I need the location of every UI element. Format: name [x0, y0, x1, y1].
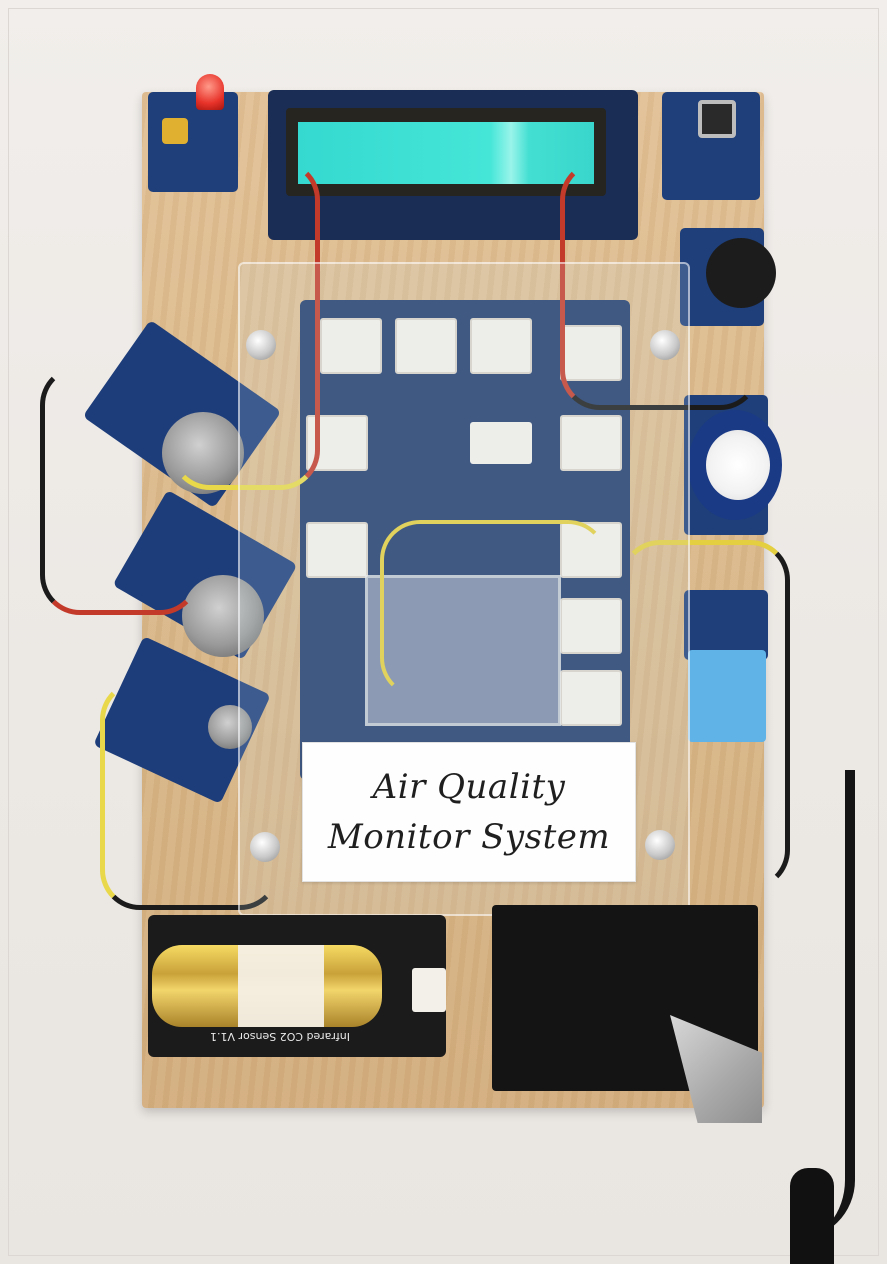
sign-line-2: Monitor System — [327, 817, 611, 857]
wire-bundle — [170, 160, 320, 490]
wire-bundle — [100, 680, 280, 910]
wire-bundle — [620, 540, 790, 890]
screw-icon — [650, 330, 680, 360]
co2-sensor-label: Infrared CO2 Sensor V1.1 — [210, 1030, 350, 1043]
wire-bundle — [380, 520, 608, 698]
buzzer-icon — [706, 238, 776, 308]
wire-bundle — [40, 365, 200, 615]
wire-bundle — [560, 160, 760, 410]
grove-port — [306, 522, 368, 578]
potentiometer-icon — [162, 118, 188, 144]
screw-icon — [246, 330, 276, 360]
o2-sensor-membrane-icon — [706, 430, 770, 500]
lcd-display — [298, 122, 594, 184]
grove-port — [320, 318, 382, 374]
i2c-connector — [470, 422, 532, 464]
temperature-humidity-sensor — [688, 650, 766, 742]
screw-icon — [250, 832, 280, 862]
grove-module — [684, 590, 768, 660]
sign-line-1: Air Quality — [372, 767, 566, 807]
tape-patch — [365, 575, 561, 726]
screw-icon — [645, 830, 675, 860]
title-sign: Air Quality Monitor System — [302, 742, 636, 882]
push-button-icon — [698, 100, 736, 138]
red-led-icon — [196, 74, 224, 110]
grove-port — [560, 415, 622, 471]
co2-connector — [412, 968, 446, 1012]
grove-port — [470, 318, 532, 374]
co2-sensor-tape — [238, 945, 324, 1027]
grove-port — [395, 318, 457, 374]
power-plug — [790, 1168, 834, 1264]
power-cable — [785, 770, 855, 1240]
grove-port — [560, 598, 622, 654]
